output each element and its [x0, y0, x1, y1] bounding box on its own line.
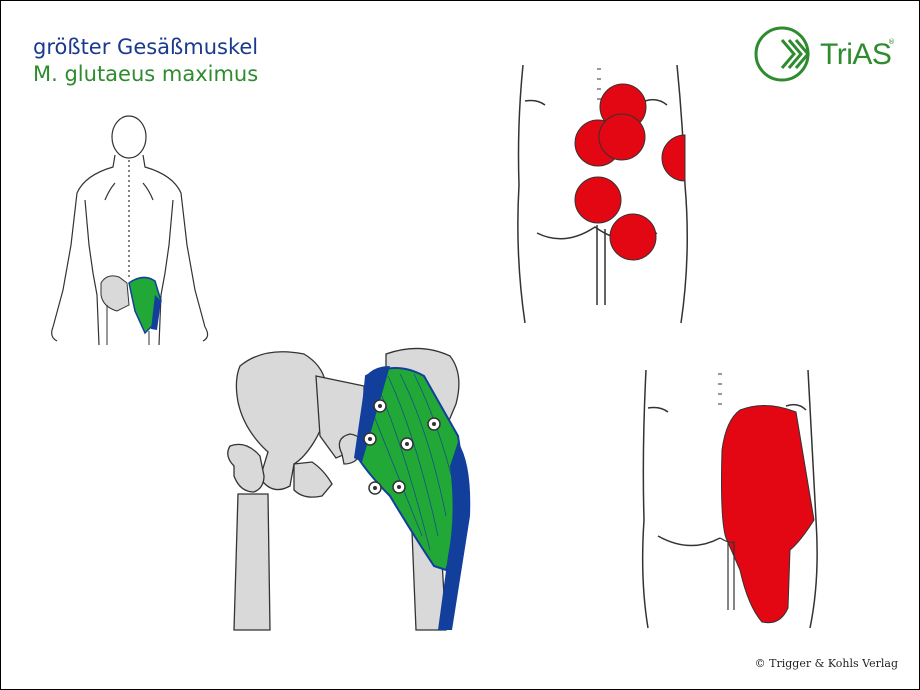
logo-registered-mark: ®: [888, 38, 895, 46]
slide-subtitle: M. glutaeus maximus: [33, 62, 259, 86]
iliotibial-tract: [438, 442, 471, 630]
body-back-view: [51, 115, 209, 346]
title-block: größter Gesäßmuskel M. glutaeus maximus: [33, 34, 258, 88]
pain-zone-area: [721, 405, 815, 624]
muscle-tendon: [354, 366, 390, 462]
trias-logo-icon: [754, 26, 810, 82]
slide-title: größter Gesäßmuskel: [33, 35, 259, 59]
pain-zone-circle: [598, 113, 646, 161]
copyright-notice: © Trigger & Kohls Verlag: [754, 657, 898, 670]
pelvis-muscle-diagram: [227, 347, 471, 631]
pain-zone-circle: [609, 213, 657, 261]
pain-zone-circle: [574, 176, 622, 224]
pain-pattern-buttock: [641, 370, 818, 629]
logo-text: TriAS: [820, 38, 892, 71]
pain-zone-half-circle: [661, 134, 686, 182]
pain-pattern-lower-back: [517, 65, 688, 324]
